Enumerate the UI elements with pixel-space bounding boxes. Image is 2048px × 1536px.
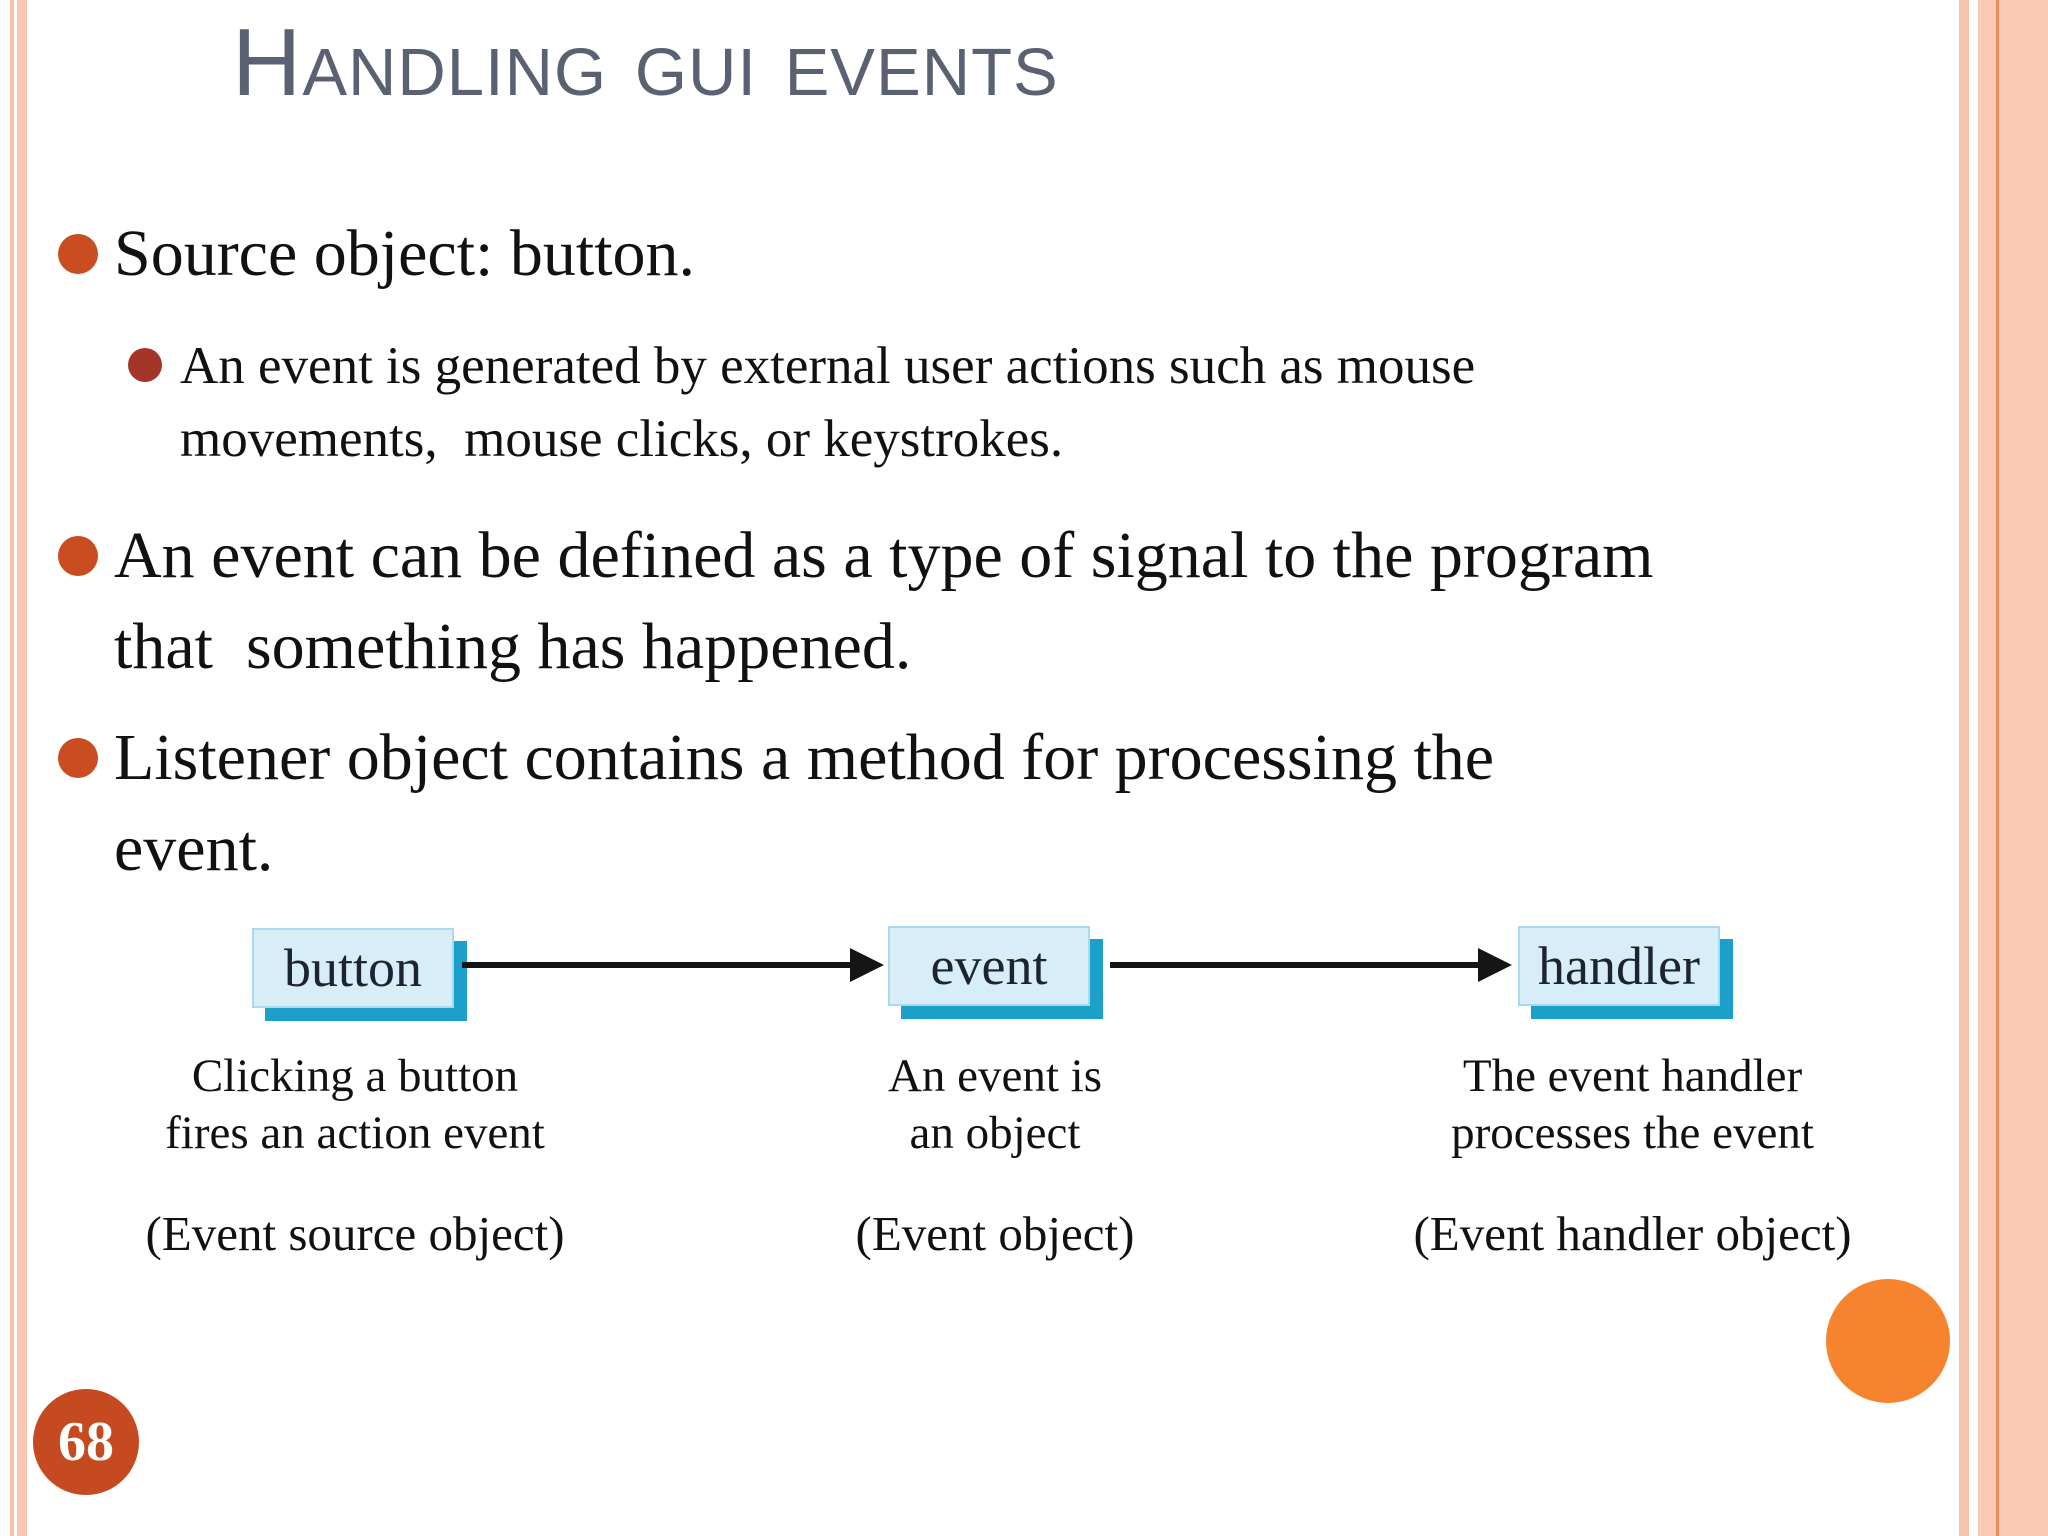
diagram-role-label: (Event source object)	[145, 1206, 565, 1261]
left-border-band	[17, 0, 27, 1536]
diagram-caption: An event is an object	[887, 1050, 1103, 1160]
page-number-badge: 68	[33, 1389, 139, 1495]
left-border-thin-stripe	[10, 0, 14, 1536]
right-border-thin-stripe	[1959, 0, 1969, 1536]
right-border-band	[1978, 0, 2048, 1536]
arrow-icon	[462, 948, 884, 982]
diagram-box-button: button	[252, 928, 454, 1008]
diagram-box-handler: handler	[1518, 926, 1720, 1006]
right-border-accent-line	[1996, 0, 1999, 1536]
diagram-caption: The event handler processes the event	[1451, 1050, 1814, 1160]
bullet-icon	[128, 348, 162, 382]
bullet-text: Source object: button.	[114, 217, 696, 290]
bullet-item: An event can be defined as a type of sig…	[58, 510, 1653, 692]
bullet-text: An event can be defined as a type of sig…	[114, 519, 1654, 684]
bullet-icon	[58, 738, 98, 778]
diagram-caption: Clicking a button fires an action event	[165, 1050, 545, 1160]
bullet-text: Listener object contains a method for pr…	[114, 721, 1495, 886]
sub-bullet-item: An event is generated by external user a…	[128, 330, 1475, 476]
decorative-circle	[1826, 1279, 1950, 1403]
bullet-icon	[58, 536, 98, 576]
diagram-box-label: handler	[1538, 936, 1700, 996]
bullet-icon	[58, 234, 98, 274]
diagram-role-label: (Event object)	[855, 1206, 1135, 1261]
bullet-item: Source object: button.	[58, 208, 695, 299]
page-number: 68	[58, 1411, 114, 1473]
diagram-role-label: (Event handler object)	[1413, 1206, 1852, 1261]
diagram-box-label: button	[283, 938, 422, 998]
arrow-icon	[1110, 948, 1512, 982]
sub-bullet-text: An event is generated by external user a…	[180, 337, 1476, 469]
bullet-item: Listener object contains a method for pr…	[58, 712, 1494, 894]
diagram-box-event: event	[888, 926, 1090, 1006]
diagram-box-label: event	[930, 936, 1048, 996]
